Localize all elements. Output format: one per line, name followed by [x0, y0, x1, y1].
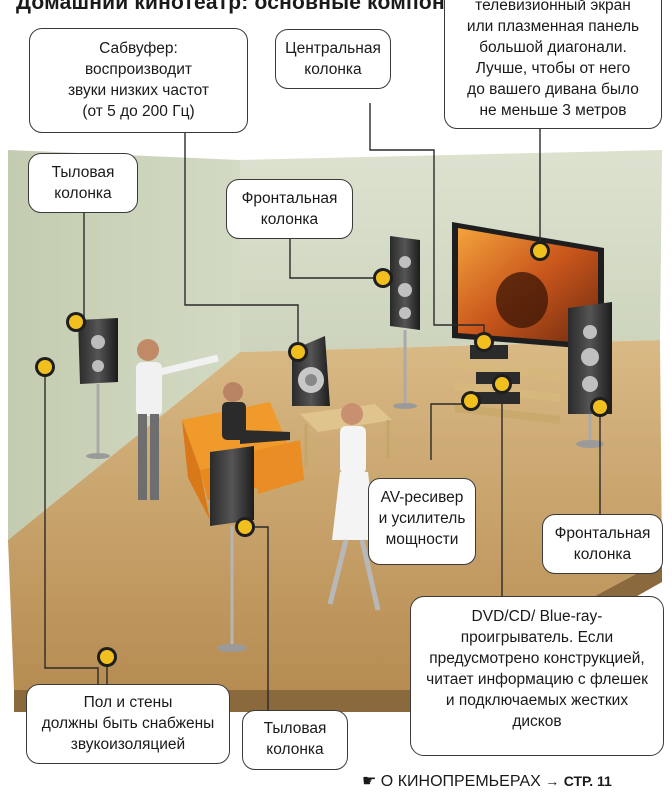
- callout-player: DVD/CD/ Blue-ray- проигрыватель. Если пр…: [410, 596, 664, 756]
- page-reference: ☛ О КИНОПРЕМЬЕРАХ → СТР. 11: [362, 771, 612, 791]
- marker-rear-bottom: [235, 517, 255, 537]
- callout-receiver: AV-ресивер и усилитель мощности: [368, 478, 476, 565]
- person-seated: [222, 382, 290, 444]
- arrow-right-icon: →: [545, 773, 560, 789]
- diagram-heading: Домашний кинотеатр: основные компоненты: [16, 0, 499, 14]
- rear-left-speaker: [78, 318, 118, 459]
- callout-front-right-speaker: Фронтальная колонка: [542, 514, 663, 574]
- front-left-speaker: [390, 236, 420, 409]
- callout-front-left-speaker: Фронтальная колонка: [226, 179, 353, 239]
- person-walking: [327, 403, 381, 611]
- marker-front-right: [590, 397, 610, 417]
- marker-center: [474, 332, 494, 352]
- marker-rear-left: [66, 312, 86, 332]
- page-reference-number: СТР. 11: [563, 773, 612, 789]
- front-right-speaker: [568, 302, 612, 448]
- callout-rear-bottom-speaker: Тыловая колонка: [242, 710, 348, 770]
- marker-player: [492, 374, 512, 394]
- marker-floor: [97, 647, 117, 667]
- callout-rear-left-speaker: Тыловая колонка: [28, 153, 138, 213]
- marker-rear-left-low: [35, 357, 55, 377]
- marker-receiver: [461, 391, 481, 411]
- marker-subwoofer: [288, 342, 308, 362]
- marker-front-left: [373, 268, 393, 288]
- callout-markers: [35, 241, 610, 667]
- marker-tv: [530, 241, 550, 261]
- rear-bottom-speaker: [210, 446, 254, 652]
- callout-subwoofer: Сабвуфер: воспроизводит звуки низких час…: [29, 28, 248, 133]
- callout-center-speaker: Центральная колонка: [275, 29, 391, 89]
- callout-floor-insulation: Пол и стены должны быть снабжены звукоиз…: [26, 684, 230, 764]
- tv-screen: [452, 222, 604, 350]
- person-standing: [136, 339, 219, 500]
- hand-pointer-icon: ☛: [362, 773, 377, 790]
- page-reference-text: О КИНОПРЕМЬЕРАХ: [380, 773, 541, 790]
- callout-tv: телевизионный экран или плазменная панел…: [444, 0, 662, 129]
